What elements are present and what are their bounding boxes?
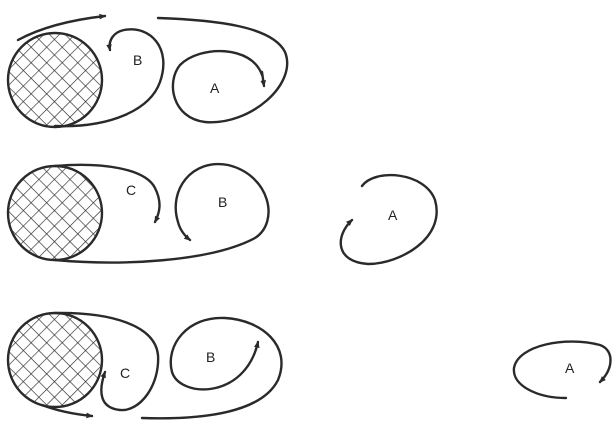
panel-1: B A: [8, 16, 287, 127]
vortex-a-arrowhead: [262, 72, 264, 86]
panel-2: C B A: [8, 164, 437, 264]
hatched-cylinder: [8, 313, 102, 407]
outer-wake-loop: [158, 18, 287, 122]
vortex-a-label: A: [565, 360, 575, 376]
vortex-b-label: B: [133, 52, 142, 68]
vortex-b-loop: [142, 318, 282, 418]
panel-3: C B A: [8, 313, 611, 418]
hatched-cylinder: [8, 166, 102, 260]
vortex-a-label: A: [210, 80, 220, 96]
vortex-a-loop: [514, 342, 611, 398]
vortex-c-label: C: [120, 365, 130, 381]
vortex-c-label: C: [126, 182, 136, 198]
vortex-b-label: B: [206, 349, 215, 365]
vortex-a-label: A: [388, 207, 398, 223]
hatched-cylinder: [8, 33, 102, 127]
vortex-b-label: B: [218, 194, 227, 210]
